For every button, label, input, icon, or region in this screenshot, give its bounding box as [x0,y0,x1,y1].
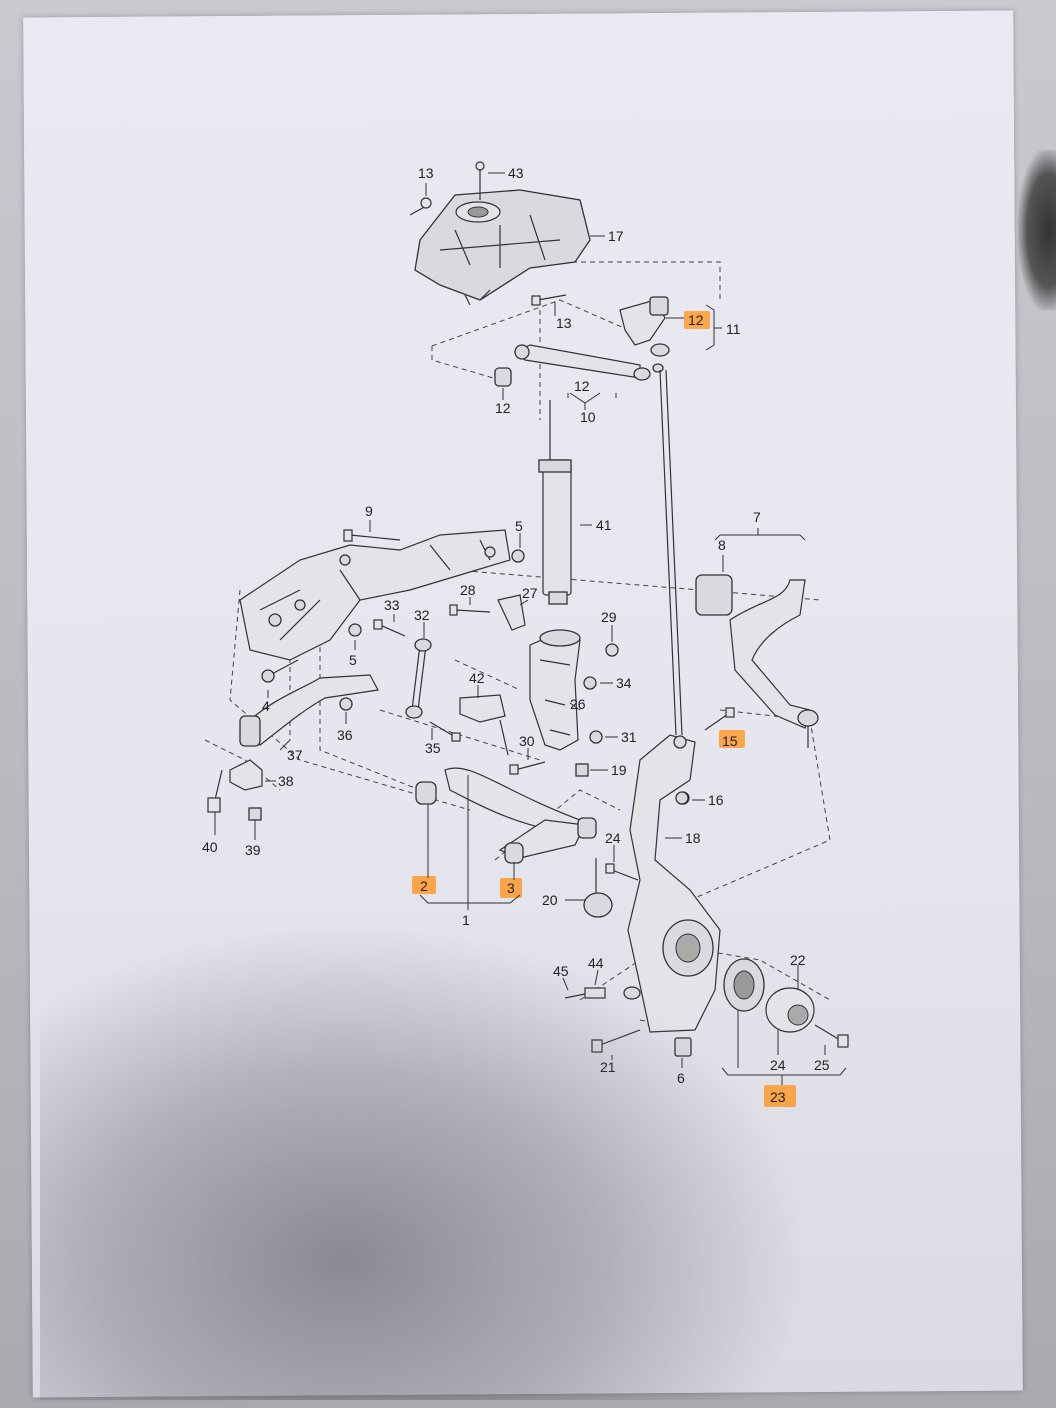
top-mount-17 [414,189,591,306]
label-36: 36 [337,727,353,743]
bracket-42 [459,694,509,756]
bushing-12-left [494,367,512,387]
label-9: 9 [365,503,373,519]
label-2-highlighted: 2 [420,878,428,894]
transverse-arm-7 [695,574,819,748]
nut-39 [248,807,262,821]
label-34: 34 [616,675,632,691]
label-6: 6 [677,1070,685,1086]
bracket-27 [497,594,526,631]
nut-29 [605,643,619,657]
label-7: 7 [753,509,761,525]
label-4: 4 [262,698,270,714]
label-28: 28 [460,582,476,598]
bolt-13-top [409,197,432,216]
lower-arm-1 [415,767,597,864]
label-41: 41 [596,517,612,533]
label-13-mid: 13 [556,315,572,331]
ball-joint-20 [583,858,613,918]
label-12-mid: 12 [574,378,590,394]
label-44: 44 [588,955,604,971]
label-13-top: 13 [418,165,434,181]
nut-5-left [348,623,362,637]
bolt-21 [591,1029,641,1053]
label-21: 21 [600,1059,616,1075]
label-3-highlighted: 3 [507,880,515,896]
nut-19 [575,763,589,777]
bolt-9 [343,529,401,542]
label-24-right: 24 [770,1057,786,1073]
label-25: 25 [814,1057,830,1073]
wheel-bearing-assembly-23 [723,958,849,1048]
label-45: 45 [553,963,569,979]
upper-arm-11 [619,296,670,357]
carrier-26 [529,629,581,751]
bolt-24-left [605,863,639,881]
tie-rod-vertical [659,369,683,736]
stabilizer-bar-37 [239,674,379,747]
label-37: 37 [287,747,303,763]
label-12-left: 12 [495,400,511,416]
label-20: 20 [542,892,558,908]
label-17: 17 [608,228,624,244]
label-23-highlighted: 23 [770,1089,786,1105]
label-22: 22 [790,952,806,968]
background-object [1018,150,1056,310]
steering-knuckle-18 [627,734,721,1033]
highlight-3 [500,878,522,898]
sensor-44-45 [564,986,641,1000]
bolt-30 [509,761,546,775]
highlight-12 [684,311,710,329]
coupling-rod-32 [405,638,432,719]
label-10: 10 [580,409,596,425]
label-32: 32 [414,607,430,623]
label-33: 33 [384,597,400,613]
label-16: 16 [708,792,724,808]
label-26: 26 [570,696,586,712]
bolt-43 [475,161,485,200]
label-43: 43 [508,165,524,181]
label-12-highlighted: 12 [688,312,704,328]
label-29: 29 [601,609,617,625]
bolt-13-mid [531,294,567,306]
label-5-left: 5 [349,652,357,668]
nut-36 [339,697,353,711]
label-31: 31 [621,729,637,745]
shock-absorber-41 [538,400,572,605]
bolt-15 [704,707,735,731]
upper-arm-10 [513,344,664,381]
label-42: 42 [469,670,485,686]
label-11: 11 [726,321,741,337]
highlight-2 [412,876,436,894]
label-30: 30 [519,733,535,749]
label-40: 40 [202,839,218,855]
bolt-40 [207,769,223,813]
label-38: 38 [278,773,294,789]
bolt-28 [449,604,491,616]
label-15-highlighted: 15 [722,733,738,749]
nut-6 [674,1037,692,1057]
label-8: 8 [718,537,726,553]
subframe [239,529,511,661]
label-24-left: 24 [605,830,621,846]
nut-16 [675,791,689,805]
nut-31 [589,730,603,744]
label-19: 19 [611,762,627,778]
nut-5-top [511,549,525,563]
label-39: 39 [245,842,261,858]
highlight-15 [719,730,745,748]
label-5-top: 5 [515,518,523,534]
label-1: 1 [462,912,470,928]
nut-34 [583,676,597,690]
bolt-35 [429,721,461,742]
bracket-38 [229,759,263,791]
bolt-33 [373,619,406,637]
label-18: 18 [685,830,701,846]
label-27: 27 [522,585,538,601]
label-35: 35 [425,740,441,756]
bolt-4 [261,659,299,683]
